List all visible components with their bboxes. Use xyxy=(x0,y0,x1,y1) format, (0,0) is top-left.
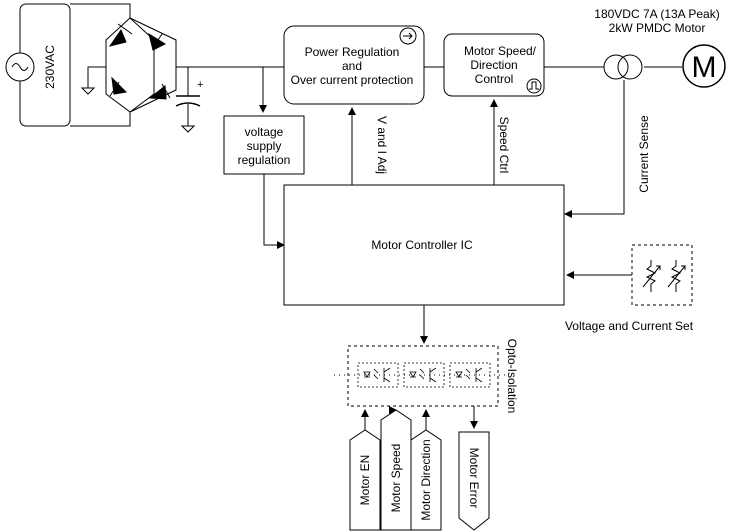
diode-bridge-icon xyxy=(80,17,177,113)
power-regulation-block: Power Regulation and Over current protec… xyxy=(283,25,425,105)
motor-symbol: M xyxy=(692,51,717,84)
source-wires xyxy=(70,3,131,127)
power-reg-label-2: and xyxy=(342,59,362,73)
input-port-motor-en: Motor EN xyxy=(349,409,381,531)
ground-icon xyxy=(180,125,196,133)
vreg-label-1: voltage xyxy=(245,125,284,139)
current-sense-label: Current Sense xyxy=(637,115,651,193)
output-port-motor-error: Motor Error xyxy=(458,406,490,531)
current-sense-wire xyxy=(564,80,625,218)
v-i-adj-label: V and I Adj xyxy=(375,116,389,174)
opto-isolation-block: Opto-Isolation xyxy=(334,339,519,414)
input-ports: Motor EN Motor Speed Motor Direction xyxy=(349,409,442,531)
optocoupler-icon xyxy=(403,362,445,388)
potentiometer-icon xyxy=(667,260,686,292)
pwm-signal-icon xyxy=(526,78,542,94)
speed-ctrl-label: Speed Ctrl xyxy=(497,117,511,174)
bus-capacitor: + xyxy=(175,67,203,133)
motor-speed-label-1: Motor Speed/ xyxy=(464,44,537,58)
voltage-regulation-block: voltage supply regulation xyxy=(223,115,305,175)
vreg-output-wire xyxy=(263,174,285,249)
input-label: Motor Speed xyxy=(389,444,403,513)
ac-source: 230VAC xyxy=(5,3,71,127)
capacitor-polarity: + xyxy=(197,79,203,91)
vc-set-label: Voltage and Current Set xyxy=(565,319,694,333)
output-label: Motor Error xyxy=(467,448,481,509)
input-port-motor-speed: Motor Speed xyxy=(380,409,412,531)
optocoupler-icon xyxy=(357,362,399,388)
input-label: Motor Direction xyxy=(419,439,433,520)
motor: M 180VDC 7A (13A Peak) 2kW PMDC Motor xyxy=(594,7,726,88)
motor-speed-block: Motor Speed/ Direction Control xyxy=(443,33,545,97)
source-label: 230VAC xyxy=(43,45,57,89)
motor-controller-block: Motor Controller IC xyxy=(283,184,565,306)
input-port-motor-direction: Motor Direction xyxy=(410,409,442,531)
optocoupler-icon xyxy=(449,362,491,388)
power-reg-label-1: Power Regulation xyxy=(305,45,400,59)
potentiometer-icon xyxy=(642,260,661,292)
motor-rating-2: 2kW PMDC Motor xyxy=(609,21,706,35)
opto-label: Opto-Isolation xyxy=(505,339,519,414)
current-transformer-icon xyxy=(603,54,643,80)
controller-label: Motor Controller IC xyxy=(371,238,473,252)
vreg-label-3: regulation xyxy=(238,153,291,167)
motor-speed-label-3: Control xyxy=(475,72,514,86)
input-label: Motor EN xyxy=(358,455,372,506)
power-button-icon xyxy=(399,27,417,45)
ground-icon xyxy=(80,87,96,95)
motor-rating-1: 180VDC 7A (13A Peak) xyxy=(594,7,719,21)
power-reg-label-3: Over current protection xyxy=(291,73,414,87)
motor-speed-label-2: Direction xyxy=(470,58,517,72)
vc-set-block xyxy=(631,244,693,306)
vreg-label-2: supply xyxy=(247,139,282,153)
